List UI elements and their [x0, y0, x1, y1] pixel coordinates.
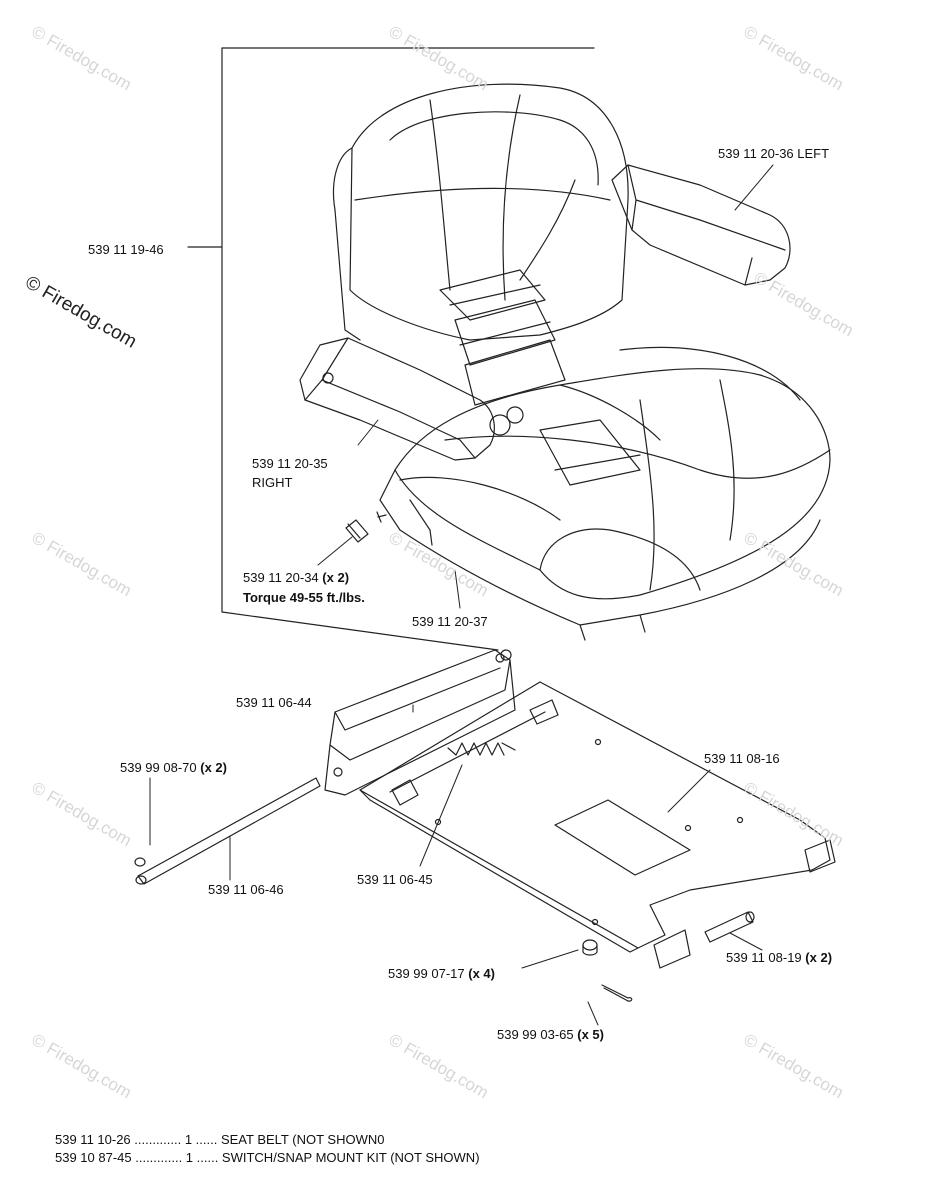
seat-drawing: [299, 83, 831, 641]
torque-value: 49-55 ft./lbs.: [289, 590, 365, 605]
callout-seat-bracket: 539 11 20-37: [412, 614, 488, 629]
callout-torque: Torque 49-55 ft./lbs.: [243, 590, 365, 605]
nut-part-number: 539 99 07-17: [388, 966, 465, 981]
seat-assembly-bracket: [187, 47, 595, 651]
rail-drawing: [324, 649, 516, 796]
callout-nut: 539 99 07-17 (x 4): [388, 966, 495, 981]
cotter-part-number: 539 99 03-65: [497, 1027, 574, 1042]
cotter-pin-drawing: [601, 984, 633, 1002]
callout-pivot-rod: 539 11 06-46: [208, 882, 284, 897]
nut-quantity: (x 4): [468, 966, 495, 981]
pin-quantity: (x 2): [805, 950, 833, 965]
callout-armrest-right-side: RIGHT: [252, 475, 293, 490]
clip-quantity: (x 2): [200, 760, 227, 775]
callout-cotter-pin: 539 99 03-65 (x 5): [497, 1027, 604, 1042]
cotter-quantity: (x 5): [577, 1027, 604, 1042]
base-plate-drawing: [359, 681, 836, 969]
nut-drawing: [582, 939, 598, 956]
callout-base-plate: 539 11 08-16: [704, 751, 780, 766]
callout-bolt: 539 11 20-34 (x 2): [243, 570, 349, 585]
bolt-quantity: (x 2): [322, 570, 350, 585]
pivot-rod-drawing: [134, 777, 321, 885]
callout-clip: 539 99 08-70 (x 2): [120, 760, 227, 775]
callout-spring: 539 11 06-45: [357, 872, 433, 887]
spring-drawing: [447, 742, 516, 756]
footnote-seat-belt: 539 11 10-26 ............. 1 ...... SEAT…: [55, 1132, 385, 1147]
callout-seat: 539 11 19-46: [88, 242, 164, 257]
callout-armrest-left: 539 11 20-36 LEFT: [718, 146, 830, 161]
callout-rail: 539 11 06-44: [236, 695, 312, 710]
torque-label: Torque: [243, 590, 287, 605]
pin-part-number: 539 11 08-19: [726, 950, 802, 965]
clip-part-number: 539 99 08-70: [120, 760, 197, 775]
leader-lines: [149, 164, 774, 1026]
callout-armrest-right-part: 539 11 20-35: [252, 456, 328, 471]
callout-pin: 539 11 08-19 (x 2): [726, 950, 832, 965]
footnote-switch-kit: 539 10 87-45 ............. 1 ...... SWIT…: [55, 1150, 480, 1165]
bolt-part-number: 539 11 20-34: [243, 570, 319, 585]
pin-drawing: [704, 911, 755, 943]
